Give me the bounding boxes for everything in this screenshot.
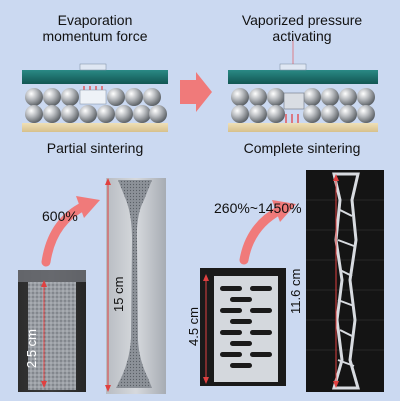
curved-arrow-left	[41, 201, 89, 267]
photo-initial-right	[200, 268, 286, 386]
strain-label-left: 600%	[42, 208, 78, 224]
title-evaporation-line1: Evaporation	[57, 12, 133, 28]
title-evaporation-line2: momentum force	[42, 28, 148, 44]
title-evaporation: Evaporation momentum force	[22, 12, 168, 44]
title-vaporized: Vaporized pressure activating	[226, 12, 378, 44]
photo-initial-left	[18, 270, 86, 392]
caption-complete-sintering: Complete sintering	[243, 140, 361, 156]
title-vaporized-line1: Vaporized pressure	[241, 12, 363, 28]
photo-stretched-left	[105, 178, 166, 394]
length-label-stretched-left: 15 cm	[111, 276, 126, 312]
schematic-partial-sintering	[22, 63, 168, 132]
substrate-right	[228, 123, 378, 132]
title-vaporized-line2: activating	[272, 28, 332, 44]
length-label-stretched-right: 11.6 cm	[288, 268, 303, 314]
substrate-left	[22, 123, 168, 132]
curved-arrow-right	[239, 205, 285, 265]
process-arrow	[180, 72, 212, 112]
schematic-complete-sintering	[228, 40, 378, 132]
heat-arrows-right	[285, 114, 299, 124]
heater-left	[79, 63, 107, 71]
caption-partial-sintering: Partial sintering	[46, 140, 144, 156]
length-label-initial-right: 4.5 cm	[186, 306, 201, 346]
photo-stretched-right	[306, 170, 384, 392]
top-plate-right	[228, 70, 378, 84]
strain-label-right: 260%~1450%	[214, 200, 302, 216]
length-label-initial-left: 2.5 cm	[24, 328, 39, 368]
top-plate-left	[22, 70, 168, 84]
